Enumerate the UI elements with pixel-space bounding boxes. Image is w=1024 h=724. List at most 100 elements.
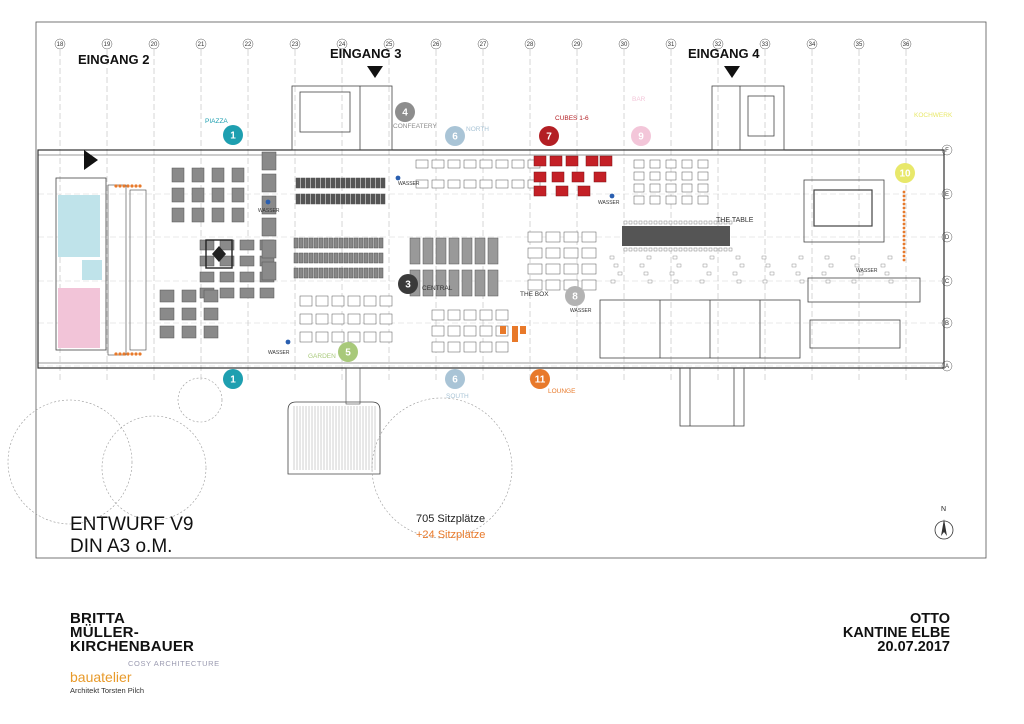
table xyxy=(345,193,351,205)
table xyxy=(303,237,309,249)
table xyxy=(239,255,255,267)
orange-dot xyxy=(126,184,130,188)
table xyxy=(363,252,369,264)
orange-dot xyxy=(114,352,118,356)
zone-label: CENTRAL xyxy=(422,285,453,292)
zone-label: NORTH xyxy=(466,126,489,133)
chair xyxy=(736,279,742,284)
chair xyxy=(735,255,741,260)
zone-number: 4 xyxy=(402,108,408,119)
orange-dot xyxy=(902,210,906,214)
table xyxy=(159,307,175,321)
orange-dot xyxy=(902,206,906,210)
chair xyxy=(688,247,693,252)
table xyxy=(300,193,306,205)
table xyxy=(219,255,235,267)
chair xyxy=(703,247,708,252)
orange-dot xyxy=(902,226,906,230)
chair xyxy=(623,247,628,252)
table xyxy=(343,237,349,249)
chair xyxy=(706,271,712,276)
partner-subtitle: Architekt Torsten Pilch xyxy=(70,686,145,695)
table xyxy=(203,325,219,339)
chair xyxy=(633,220,638,225)
table xyxy=(355,177,361,189)
table xyxy=(474,237,486,265)
table xyxy=(681,171,693,181)
table xyxy=(463,179,477,189)
table xyxy=(649,195,661,205)
table xyxy=(380,193,386,205)
table xyxy=(199,239,215,251)
table xyxy=(300,177,306,189)
zone-label: PIAZZA xyxy=(205,118,228,125)
table xyxy=(308,237,314,249)
grid-col-bubble xyxy=(195,38,207,50)
table xyxy=(299,331,313,343)
chair xyxy=(723,247,728,252)
table xyxy=(298,267,304,279)
grid-col-bubble xyxy=(289,38,301,50)
chair xyxy=(678,220,683,225)
table xyxy=(697,195,709,205)
orange-dot xyxy=(134,352,138,356)
chair xyxy=(723,220,728,225)
table xyxy=(320,193,326,205)
chair xyxy=(799,279,805,284)
trees xyxy=(7,377,513,539)
table xyxy=(331,295,345,307)
entrance-label-3: EINGANG 3 xyxy=(330,46,402,61)
grid-col-label: 33 xyxy=(762,42,769,48)
lounge-seat xyxy=(512,326,518,334)
zone-number: 1 xyxy=(230,131,236,142)
table xyxy=(313,252,319,264)
chair xyxy=(643,247,648,252)
chair xyxy=(610,279,616,284)
table xyxy=(293,237,299,249)
grid-col-bubble xyxy=(242,38,254,50)
chair xyxy=(638,247,643,252)
table xyxy=(211,167,225,183)
label-wasser-6: WASSER xyxy=(856,268,878,274)
grid-col-label: 30 xyxy=(621,42,628,48)
chair xyxy=(653,220,658,225)
table xyxy=(348,252,354,264)
table xyxy=(310,177,316,189)
orange-dot xyxy=(138,184,142,188)
table xyxy=(495,179,509,189)
chair xyxy=(798,255,804,260)
table xyxy=(447,341,461,353)
zone-marker-1: 1 xyxy=(223,369,243,389)
grid-col-label: 22 xyxy=(245,42,252,48)
zone-label: LOUNGE xyxy=(548,388,576,395)
chair xyxy=(639,263,645,268)
table xyxy=(435,237,447,265)
table xyxy=(315,331,329,343)
table xyxy=(563,263,579,275)
table xyxy=(373,267,379,279)
orange-dot xyxy=(902,230,906,234)
client-line-2: KANTINE ELBE xyxy=(842,625,950,641)
label-wasser-2: WASSER xyxy=(398,181,420,187)
table xyxy=(431,309,445,321)
table xyxy=(479,325,493,337)
cores-top xyxy=(291,85,785,151)
chair xyxy=(678,247,683,252)
zone-circle xyxy=(223,125,243,145)
north-arrow: N xyxy=(934,506,954,540)
grid-col-label: 23 xyxy=(292,42,299,48)
client-block: OTTO KANTINE ELBE 20.07.2017 xyxy=(842,612,950,655)
orange-dot xyxy=(134,184,138,188)
table xyxy=(363,331,377,343)
table xyxy=(370,177,376,189)
grid-col-label: 36 xyxy=(903,42,910,48)
table xyxy=(373,237,379,249)
table xyxy=(511,179,525,189)
table xyxy=(323,267,329,279)
grid-col-bubble xyxy=(430,38,442,50)
north-label: N xyxy=(941,506,946,513)
table xyxy=(665,183,677,193)
zone-number: 6 xyxy=(452,375,458,386)
cube-booth xyxy=(599,155,613,167)
